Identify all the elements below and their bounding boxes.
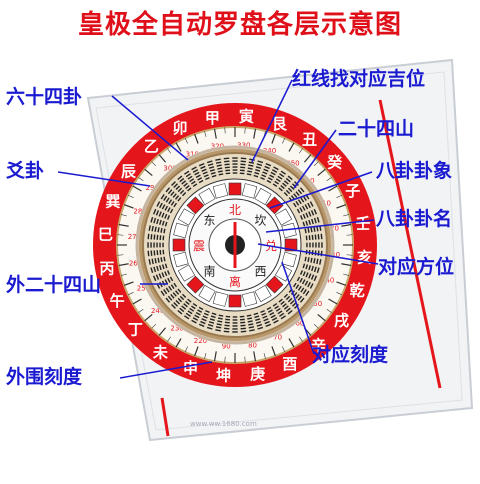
hexagram-line xyxy=(164,229,165,233)
hexagram-line xyxy=(318,234,319,239)
outer-ring-char: 丙 xyxy=(99,260,114,278)
hexagram-line xyxy=(155,258,156,263)
bagua-char: 东 xyxy=(204,214,216,228)
hexagram-line xyxy=(161,257,162,262)
hexagram-line xyxy=(155,227,156,232)
bagua-char: 震 xyxy=(193,239,205,253)
hexagram-line xyxy=(148,234,149,239)
mountain-block xyxy=(229,183,241,195)
hexagram-line xyxy=(248,324,253,325)
outer-ring-char: 酉 xyxy=(282,355,297,373)
hexagram-line xyxy=(217,321,222,322)
hexagram-line xyxy=(217,165,222,166)
label-ershisi-shan: 二十四山 xyxy=(338,118,414,140)
label-bagua-xiang: 八卦卦象 xyxy=(376,160,452,182)
outer-ring-char: 丁 xyxy=(128,321,143,339)
outer-ring-char: 巳 xyxy=(98,226,113,244)
hexagram-line xyxy=(248,165,253,166)
hexagram-line xyxy=(241,158,246,159)
outer-ring-char: 子 xyxy=(345,182,360,200)
hexagram-line xyxy=(321,251,322,256)
hexagram-line xyxy=(219,174,223,175)
mountain-block xyxy=(213,292,228,307)
label-wai-ershisi-shan: 外二十四山 xyxy=(6,274,101,296)
hexagram-line xyxy=(151,251,152,256)
mountain-block xyxy=(174,223,189,238)
outer-ring-char: 辰 xyxy=(121,162,137,180)
label-bagua-ming: 八卦卦名 xyxy=(376,208,452,230)
hexagram-line xyxy=(151,234,152,239)
label-duiying-kedu: 对应刻度 xyxy=(312,344,388,366)
watermark: www.ww.1680.com xyxy=(190,420,257,428)
hexagram-line xyxy=(305,257,306,261)
outer-ring-char: 乾 xyxy=(350,281,365,299)
outer-ring-char: 午 xyxy=(110,292,125,310)
hexagram-line xyxy=(224,161,229,162)
hexagram-line xyxy=(218,171,223,172)
outer-ring-char: 庚 xyxy=(250,365,265,383)
hexagram-line xyxy=(247,171,252,172)
hexagram-line xyxy=(314,258,315,263)
hexagram-line xyxy=(241,328,246,329)
hexagram-line xyxy=(217,324,222,325)
outer-ring-char: 寅 xyxy=(239,107,254,125)
label-wai-wei-kedu: 外围刻度 xyxy=(6,366,82,388)
bagua-char: 西 xyxy=(254,264,266,278)
hexagram-line xyxy=(321,234,322,239)
hexagram-line xyxy=(314,227,315,232)
hexagram-line xyxy=(305,229,306,233)
hexagram-line xyxy=(158,258,159,263)
label-liushisi-gua: 六十四卦 xyxy=(6,86,82,108)
bagua-char: 离 xyxy=(229,274,241,289)
mountain-block xyxy=(229,295,241,307)
hexagram-line xyxy=(248,168,253,169)
outer-ring-char: 巽 xyxy=(105,193,120,211)
hexagram-line xyxy=(164,257,165,261)
hexagram-line xyxy=(224,331,229,332)
hexagram-line xyxy=(224,328,229,329)
outer-ring-char: 癸 xyxy=(326,153,343,171)
outer-ring-char: 未 xyxy=(152,343,169,361)
diagram-title: 皇极全自动罗盘各层示意图 xyxy=(0,4,480,41)
outer-ring-char: 乙 xyxy=(144,137,159,155)
outer-ring-char: 壬 xyxy=(356,214,371,232)
outer-ring-char: 丑 xyxy=(302,131,317,149)
hexagram-line xyxy=(224,158,229,159)
bagua-char: 坎 xyxy=(254,214,266,228)
hexagram-line xyxy=(311,227,312,232)
mountain-block xyxy=(213,184,228,199)
hexagram-line xyxy=(217,168,222,169)
hexagram-line xyxy=(148,251,149,256)
hexagram-line xyxy=(247,315,251,316)
hexagram-line xyxy=(311,258,312,263)
hexagram-line xyxy=(219,315,223,316)
outer-ring-char: 亥 xyxy=(357,248,372,266)
hexagram-line xyxy=(308,257,309,262)
label-duiying-fangwei: 对应方位 xyxy=(378,256,454,278)
outer-ring-char: 申 xyxy=(183,359,198,377)
hexagram-line xyxy=(158,227,159,232)
outer-ring-char: 卯 xyxy=(173,119,188,137)
hexagram-line xyxy=(218,318,223,319)
hexagram-line xyxy=(318,251,319,256)
hexagram-line xyxy=(241,331,246,332)
mountain-block xyxy=(173,239,185,251)
hexagram-line xyxy=(161,228,162,233)
hexagram-line xyxy=(248,321,253,322)
outer-ring-char: 坤 xyxy=(216,367,231,385)
label-yao-gua: 爻卦 xyxy=(6,160,44,182)
bagua-char: 南 xyxy=(204,263,216,278)
label-hongxian: 红线找对应吉位 xyxy=(292,68,425,90)
outer-ring-char: 甲 xyxy=(205,109,220,127)
hexagram-line xyxy=(241,161,246,162)
outer-ring-char: 戌 xyxy=(334,312,349,330)
hexagram-line xyxy=(308,228,309,233)
hexagram-line xyxy=(247,318,252,319)
hexagram-line xyxy=(247,174,251,175)
bagua-char: 北 xyxy=(229,203,241,217)
